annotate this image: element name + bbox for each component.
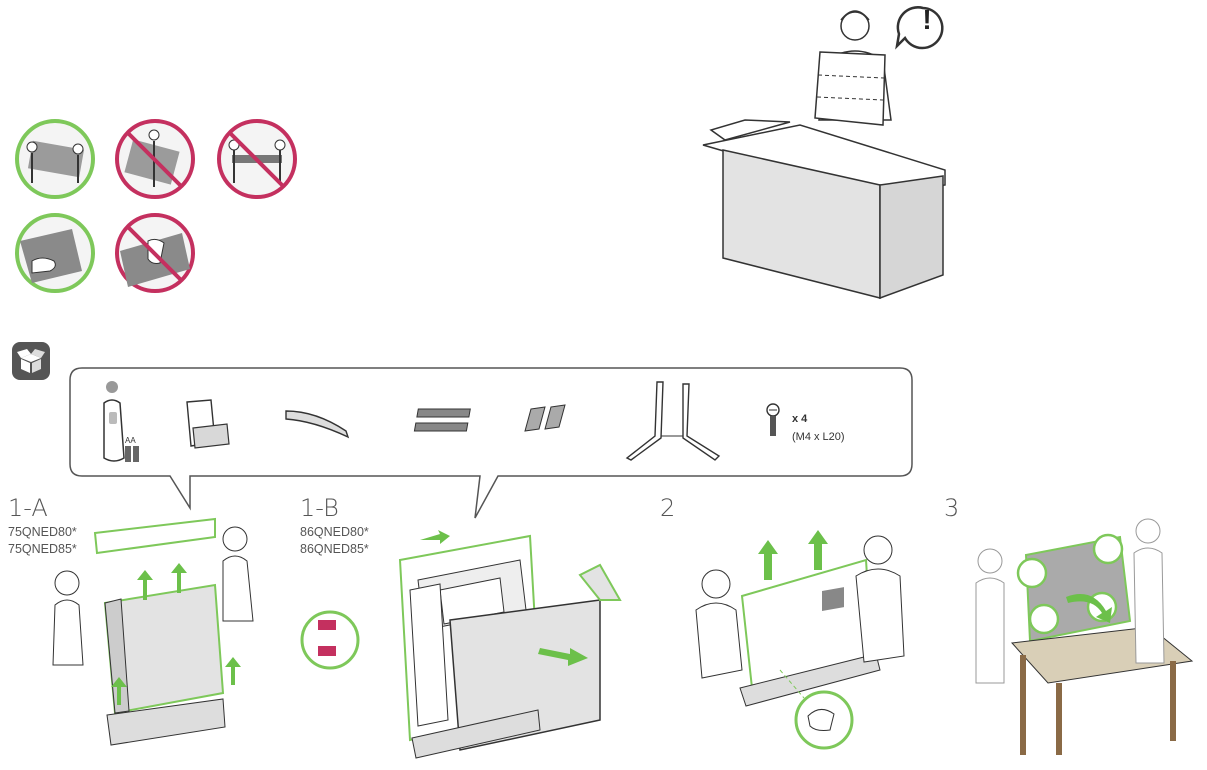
step-3-label: 3 [944, 494, 960, 522]
model-item: 75QNED80* [8, 525, 77, 539]
remote-control-icon [103, 381, 139, 462]
wrong-carry-single-icon [115, 119, 195, 199]
pad-icon [524, 404, 566, 432]
screw-spec: (M4 x L20) [792, 431, 845, 443]
step-2-label: 2 [660, 494, 676, 522]
step-1b-models: 86QNED80* 86QNED85* [300, 524, 369, 558]
step-1a-label: 1-A [8, 494, 48, 522]
step-2-illustration [695, 530, 905, 750]
model-item: 86QNED80* [300, 525, 369, 539]
model-item: 86QNED85* [300, 542, 369, 556]
wrong-carry-flat-icon [217, 119, 297, 199]
cable-holder-icon [285, 410, 350, 439]
step-1a-illustration [52, 517, 254, 746]
battery-label: AA [125, 436, 136, 445]
step-1a-models: 75QNED80* 75QNED85* [8, 524, 77, 558]
correct-carry-icon [15, 119, 95, 199]
step-3-illustration [975, 518, 1194, 755]
step-1b-label: 1-B [300, 494, 339, 522]
screw-count: x 4 [792, 413, 808, 425]
guide-bracket-icon [413, 408, 471, 432]
correct-grip-icon [15, 213, 95, 293]
stand-icon [625, 381, 721, 461]
screw-icon [766, 403, 780, 436]
manual-icon [186, 399, 230, 449]
accessories-callout [69, 367, 913, 519]
handling-guidelines [0, 0, 320, 300]
unbox-icon [12, 342, 50, 380]
read-manual-illustration: ! [695, 0, 955, 305]
model-item: 75QNED85* [8, 542, 77, 556]
wrong-grip-icon [115, 213, 195, 293]
warning-symbol: ! [922, 4, 932, 35]
step-1b-illustration [300, 530, 622, 759]
